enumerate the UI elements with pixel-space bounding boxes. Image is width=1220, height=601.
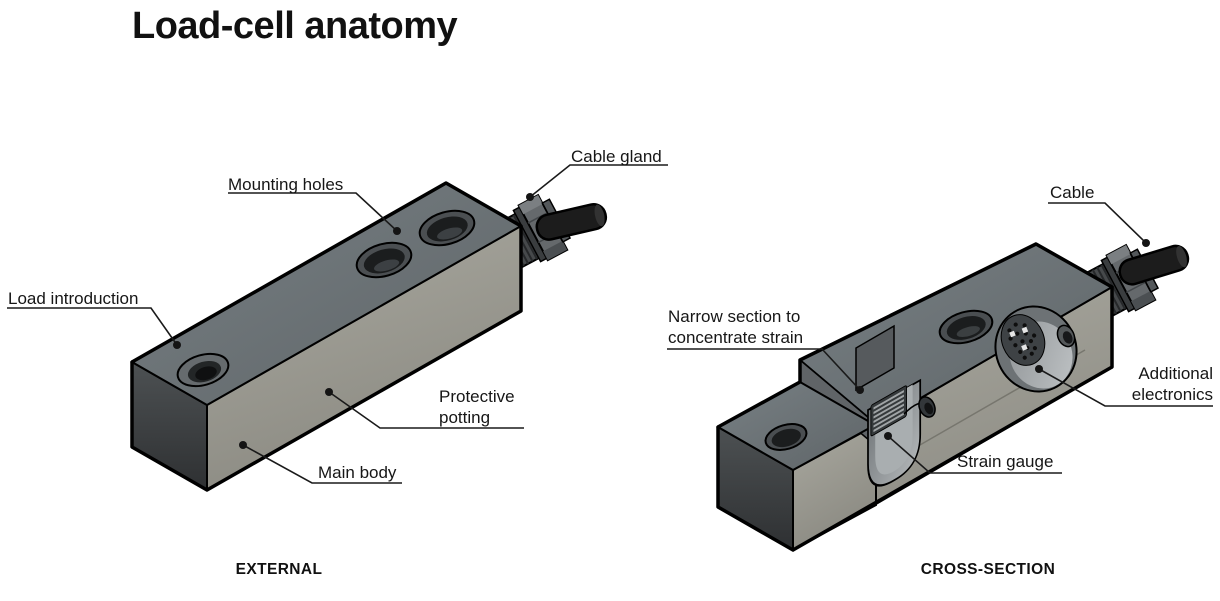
pcb-patch [1000,314,1046,366]
label-mounting-holes: Mounting holes [228,175,344,194]
strain-gauge-patch [870,385,907,437]
page-title: Load-cell anatomy [132,5,458,47]
leader-lines-cross-section [667,202,1213,474]
caption-external: EXTERNAL [235,561,323,578]
mounting-hole [418,209,476,247]
label-narrow-section: Narrow section to concentrate strain [668,306,803,348]
label-additional-electronics: Additional electronics [1132,363,1213,405]
label-protective-potting: Protective potting [439,386,515,428]
load-introduction-hole [176,352,230,388]
label-load-introduction: Load introduction [8,289,139,308]
body-outline [130,181,523,492]
narrow-section-notch [855,324,895,392]
leader-dots-external [173,193,534,449]
leader-lines-external [7,164,668,484]
leader-dots-cross-section [856,239,1150,440]
label-additional-electronics-line2: electronics [1131,385,1213,404]
body-outline [716,242,1114,552]
label-cable: Cable [1050,183,1095,202]
label-cable-gland: Cable gland [571,147,662,166]
strain-cavity [867,378,922,487]
label-protective-potting-line1: Protective [439,387,515,406]
label-strain-gauge: Strain gauge [957,452,1054,471]
label-narrow-section-line1: Narrow section to [668,307,801,326]
caption-cross-section: CROSS-SECTION [920,561,1056,578]
label-protective-potting-line2: potting [439,408,491,427]
label-main-body: Main body [318,463,397,482]
electronics-cavity [994,305,1078,393]
cable [535,203,608,241]
external-view-drawing [7,164,668,492]
cavity-side-hole [1056,324,1076,348]
cross-section-view-drawing [667,202,1213,552]
label-narrow-section-line2: concentrate strain [668,328,804,347]
mounting-hole [764,423,808,451]
mounting-hole [355,241,413,279]
label-additional-electronics-line1: Additional [1138,364,1213,383]
wire-hole [918,396,936,418]
mounting-hole [938,309,994,345]
cable [1118,244,1190,286]
